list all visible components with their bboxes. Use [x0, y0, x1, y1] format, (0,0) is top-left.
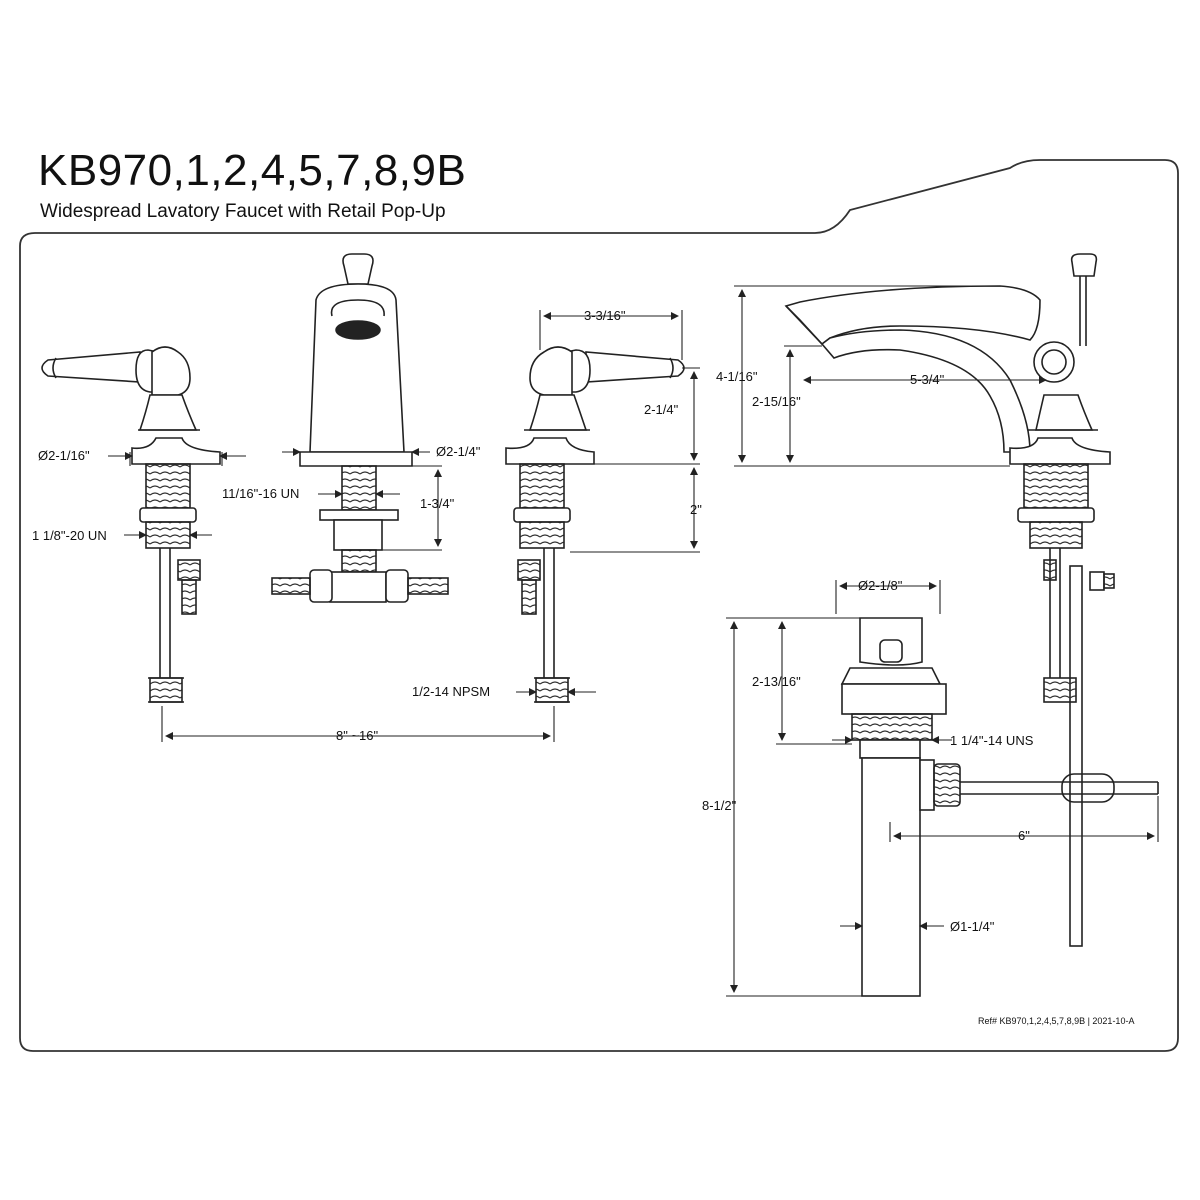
dim-supply-thread: 1/2-14 NPSM — [412, 684, 490, 699]
drawing-reference: Ref# KB970,1,2,4,5,7,8,9B | 2021-10-A — [978, 1016, 1134, 1026]
drawing-frame — [19, 159, 1179, 1052]
dim-handle-shank-thread: 1 1/8"-20 UN — [32, 528, 107, 543]
right-handle-assembly — [505, 346, 685, 703]
dim-handle-height: 2-1/4" — [644, 402, 679, 417]
dim-handle-escutcheon: Ø2-1/16" — [38, 448, 90, 463]
popup-drain-assembly — [840, 617, 1159, 997]
left-handle-assembly — [41, 346, 221, 703]
dim-aerator-height: 2-15/16" — [752, 394, 801, 409]
dim-pivot-rod-length: 6" — [1018, 828, 1030, 843]
dim-overall-height: 4-1/16" — [716, 369, 758, 384]
spout-front-assembly — [271, 253, 449, 603]
dim-spout-escutcheon: Ø2-1/4" — [436, 444, 481, 459]
dim-center-spread: 8" ~16" — [336, 728, 379, 743]
dim-drain-flange-height: 2-13/16" — [752, 674, 801, 689]
dim-spout-shank-length: 1-3/4" — [420, 496, 455, 511]
spout-side-assembly — [784, 253, 1115, 947]
product-description: Widespread Lavatory Faucet with Retail P… — [40, 201, 446, 222]
dim-drain-flange-dia: Ø2-1/8" — [858, 578, 903, 593]
model-number: KB970,1,2,4,5,7,8,9B — [38, 146, 467, 195]
dim-spout-shank-thread: 11/16"-16 UN — [222, 486, 299, 501]
dim-drain-overall-length: 8-1/2" — [702, 798, 737, 813]
dim-handle-reach: 3-3/16" — [584, 308, 626, 323]
dim-drain-body-thread: 1 1/4"-14 UNS — [950, 733, 1034, 748]
dim-shank-length: 2" — [690, 502, 702, 517]
dim-tailpiece-dia: Ø1-1/4" — [950, 919, 995, 934]
dim-spout-reach: 5-3/4" — [910, 372, 945, 387]
